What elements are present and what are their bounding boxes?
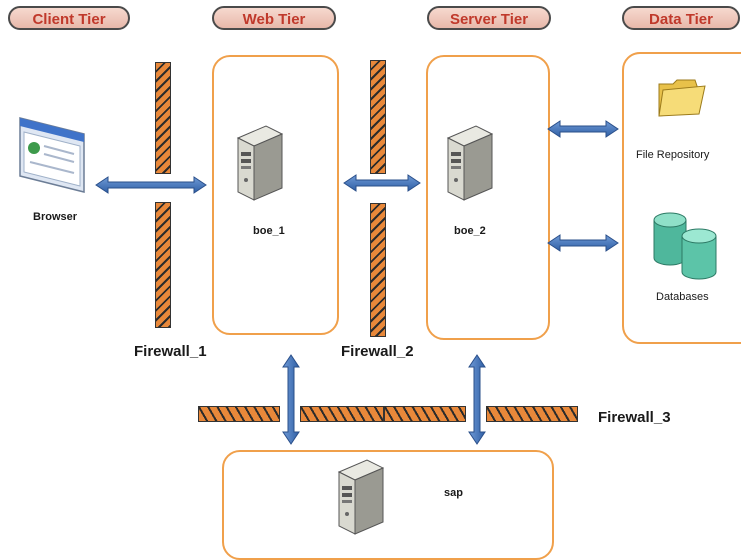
arrow-browser-boe1 <box>95 176 207 194</box>
browser-label: Browser <box>33 211 78 223</box>
server-tier-box <box>426 55 550 340</box>
firewall-1-label: Firewall_1 <box>134 343 207 360</box>
boe-2-server-icon <box>446 125 494 201</box>
arrow-boe2-file-repository <box>547 120 619 138</box>
client-tier-header: Client Tier <box>8 6 130 30</box>
arrow-boe2-sap <box>468 354 486 445</box>
firewall-2-label: Firewall_2 <box>341 343 414 360</box>
firewall-3-seg-3 <box>384 406 466 422</box>
boe-2-label: boe_2 <box>454 225 486 237</box>
firewall-1-bottom <box>155 202 171 328</box>
boe-1-server-icon <box>236 125 284 201</box>
firewall-3-seg-1 <box>198 406 280 422</box>
data-tier-header: Data Tier <box>622 6 740 30</box>
database-icon <box>653 212 717 280</box>
browser-icon <box>19 117 85 193</box>
folder-icon <box>658 79 706 117</box>
sap-label: sap <box>444 487 463 499</box>
web-tier-header: Web Tier <box>212 6 336 30</box>
firewall-3-seg-4 <box>486 406 578 422</box>
arrow-boe1-sap <box>282 354 300 445</box>
databases-label: Databases <box>656 291 709 303</box>
firewall-3-seg-2 <box>300 406 384 422</box>
arrow-boe1-boe2 <box>343 174 421 192</box>
sap-tier-box <box>222 450 554 560</box>
firewall-2-top <box>370 60 386 174</box>
web-tier-box <box>212 55 339 335</box>
file-repository-label: File Repository <box>636 149 710 161</box>
arrow-boe2-databases <box>547 234 619 252</box>
firewall-3-label: Firewall_3 <box>598 409 671 426</box>
firewall-2-bottom <box>370 203 386 337</box>
boe-1-label: boe_1 <box>253 225 285 237</box>
sap-server-icon <box>337 459 385 535</box>
firewall-1-top <box>155 62 171 174</box>
server-tier-header: Server Tier <box>427 6 551 30</box>
